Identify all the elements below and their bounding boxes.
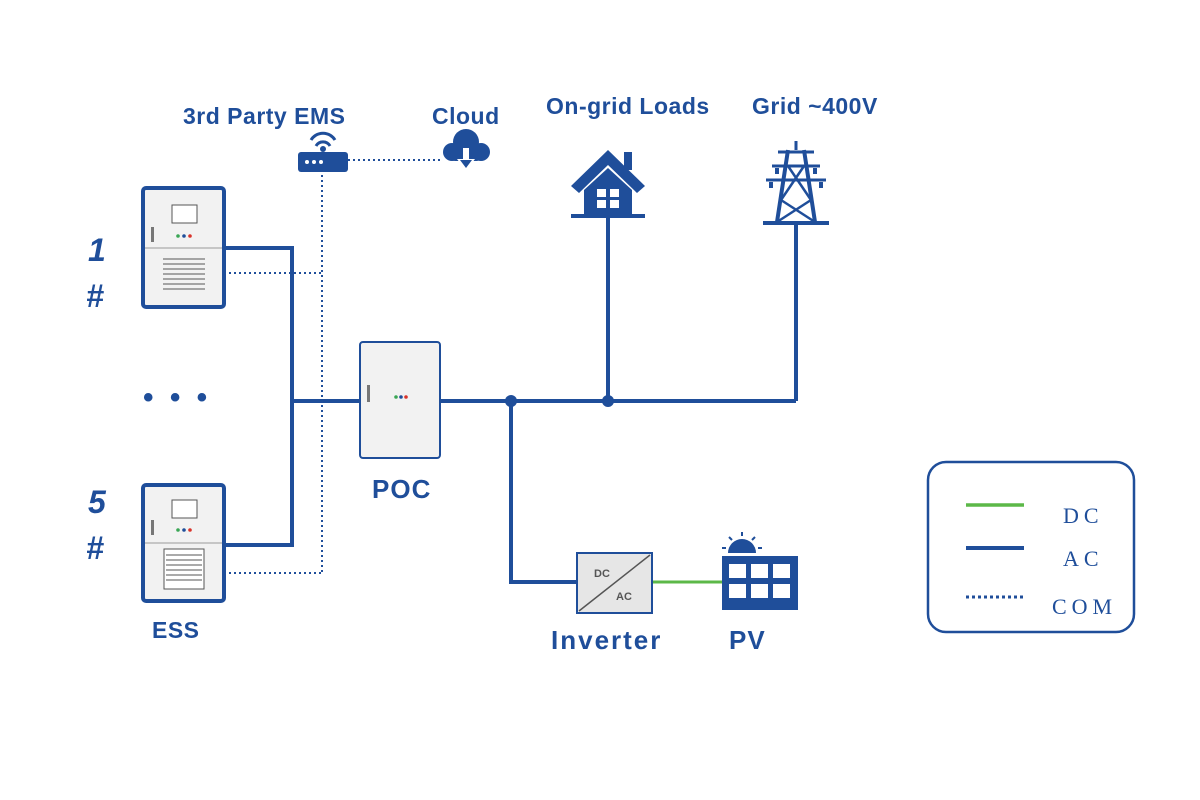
- solar-panel-icon: [722, 532, 798, 610]
- ess-cabinet-1: [141, 186, 226, 309]
- legend-com-label: COM: [1052, 594, 1118, 619]
- ac-junction-loads: [602, 395, 614, 407]
- house-icon: [571, 150, 645, 218]
- com-wiring: [224, 159, 442, 574]
- ac-line-to-inverter: [509, 401, 577, 584]
- ess-label: ESS: [152, 617, 200, 643]
- ess-1-number: 1: [88, 232, 106, 268]
- inverter-box: DC AC: [576, 552, 653, 614]
- ess-5-hash: #: [86, 530, 104, 566]
- inverter-dc-text: DC: [594, 568, 610, 580]
- ess-5-number: 5: [88, 484, 106, 520]
- ess-handle: [151, 227, 154, 242]
- cloud-download-icon: [443, 129, 490, 171]
- ess-cabinet-5: [141, 483, 226, 603]
- legend-dc-label: DC: [1063, 503, 1104, 528]
- ems-label: 3rd Party EMS: [183, 103, 346, 129]
- poc-label: POC: [372, 474, 432, 504]
- router-icon: [298, 131, 348, 172]
- loads-label: On-grid Loads: [546, 93, 710, 119]
- grid-label: Grid ~400V: [752, 93, 878, 119]
- cloud-label: Cloud: [432, 103, 500, 129]
- inverter-ac-text: AC: [616, 591, 632, 603]
- ac-wiring: [224, 216, 798, 584]
- ess-1-hash: #: [86, 278, 104, 314]
- poc-cabinet: [359, 341, 441, 459]
- ess-ellipsis: • • •: [143, 381, 212, 414]
- ess-vent: [163, 258, 205, 290]
- ac-line-ess1: [224, 246, 294, 547]
- legend: [926, 460, 1136, 634]
- pv-label: PV: [729, 625, 766, 655]
- legend-ac-label: AC: [1063, 546, 1104, 571]
- transmission-tower-icon: [763, 141, 829, 225]
- ac-junction-inverter: [505, 395, 517, 407]
- ess-screen: [171, 204, 198, 224]
- inverter-label: Inverter: [551, 625, 663, 655]
